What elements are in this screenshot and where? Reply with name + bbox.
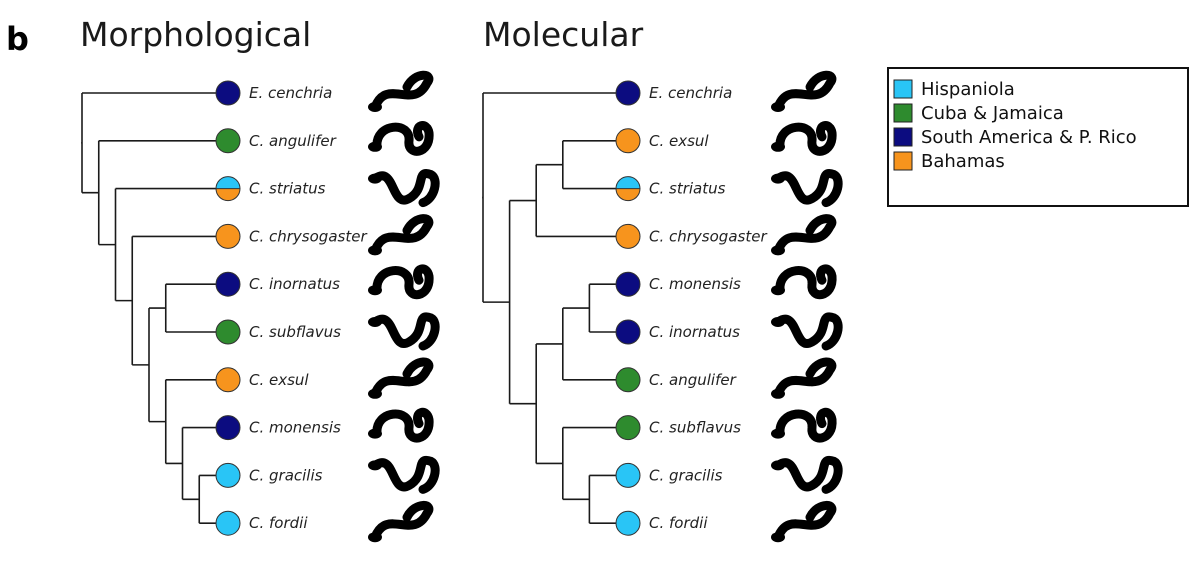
legend-swatch-bahamas — [893, 151, 913, 171]
tip-marker-e-cenchria — [615, 80, 641, 106]
snake-head-icon — [771, 388, 785, 399]
tip-marker-c-subflavus — [615, 415, 641, 441]
taxon-label-c-chrysogaster: C. chrysogaster — [649, 227, 767, 245]
snake-head-icon — [771, 102, 785, 112]
morphological-tree: E. cenchria C. angulifer C. striatus C. chr… — [81, 80, 367, 536]
tip-marker-c-angulifer — [215, 128, 241, 154]
snake-silhouette-icon — [773, 312, 843, 351]
tip-marker-e-cenchria — [215, 80, 241, 106]
tip-marker-c-striatus — [615, 176, 641, 202]
tree-title-molecular: Molecular — [483, 15, 644, 54]
legend-swatch-hispaniola — [893, 79, 913, 99]
legend-label-hispaniola: Hispaniola — [921, 79, 1015, 100]
molecular-tree: E. cenchria C. exsul C. striatus C. chrysog… — [482, 80, 767, 536]
tip-marker-c-exsul — [215, 367, 241, 393]
snake-head-icon — [368, 428, 382, 439]
snake-silhouette-icon — [775, 121, 837, 156]
taxon-label-e-cenchria: E. cenchria — [649, 84, 732, 102]
legend-label-south-america-p-rico: South America & P. Rico — [921, 127, 1137, 148]
snake-head-icon — [368, 460, 382, 471]
legend-label-cuba-jamaica: Cuba & Jamaica — [921, 103, 1064, 124]
tip-marker-c-subflavus — [215, 319, 241, 345]
snake-head-icon — [368, 285, 382, 296]
tip-marker-c-fordii — [215, 510, 241, 536]
tip-marker-c-striatus — [215, 176, 241, 202]
taxon-label-c-subflavus: C. subflavus — [649, 419, 741, 437]
snake-silhouette-icon — [370, 214, 434, 255]
taxon-label-c-angulifer: C. angulifer — [649, 371, 737, 389]
snake-silhouette-icon — [370, 455, 440, 494]
tip-marker-c-angulifer — [615, 367, 641, 393]
snake-silhouette-icon — [372, 121, 434, 156]
snake-head-icon — [368, 141, 382, 152]
snake-silhouette-icon — [370, 500, 434, 542]
tip-marker-c-chrysogaster — [215, 223, 241, 249]
legend-frame — [887, 67, 1189, 207]
taxon-label-c-subflavus: C. subflavus — [249, 323, 341, 341]
snake-silhouette-icon — [775, 264, 837, 300]
taxon-label-c-monensis: C. monensis — [249, 419, 341, 437]
snake-silhouette-icon — [775, 407, 837, 443]
snake-silhouette-icon — [773, 169, 843, 208]
snake-silhouette-icon — [370, 70, 434, 112]
snake-head-icon — [771, 285, 785, 296]
snake-head-icon — [771, 460, 785, 471]
snake-silhouette-icon — [773, 455, 843, 494]
panel-letter: b — [6, 20, 29, 58]
tree-title-morphological: Morphological — [80, 15, 311, 54]
snake-silhouette-icon — [773, 70, 837, 112]
taxon-label-c-striatus: C. striatus — [649, 180, 726, 198]
taxon-label-c-exsul: C. exsul — [649, 132, 709, 150]
snake-head-icon — [771, 173, 785, 184]
snake-head-icon — [368, 102, 382, 112]
snake-silhouette-icon — [370, 357, 434, 399]
taxon-label-c-inornatus: C. inornatus — [649, 323, 740, 341]
tip-marker-c-fordii — [615, 510, 641, 536]
snake-head-icon — [771, 245, 785, 256]
taxon-label-c-striatus: C. striatus — [249, 180, 326, 198]
tip-marker-c-monensis — [215, 415, 241, 441]
taxon-label-e-cenchria: E. cenchria — [249, 84, 332, 102]
snake-silhouette-icon — [773, 500, 837, 542]
snake-head-icon — [368, 245, 382, 256]
tip-marker-c-inornatus — [215, 271, 241, 297]
snake-silhouette-icon — [372, 264, 434, 300]
snake-head-icon — [368, 317, 382, 327]
snake-silhouette-icon — [773, 214, 837, 255]
tip-marker-c-monensis — [615, 271, 641, 297]
tip-marker-c-gracilis — [615, 462, 641, 488]
snake-silhouette-icon — [370, 169, 440, 208]
snake-head-icon — [771, 532, 785, 543]
taxon-label-c-chrysogaster: C. chrysogaster — [249, 227, 367, 245]
snake-head-icon — [771, 141, 785, 152]
tip-marker-c-inornatus — [615, 319, 641, 345]
snake-head-icon — [368, 173, 382, 184]
taxon-label-c-fordii: C. fordii — [249, 514, 308, 532]
tip-marker-c-chrysogaster — [615, 223, 641, 249]
taxon-label-c-fordii: C. fordii — [649, 514, 708, 532]
snake-silhouettes-morphological — [368, 70, 440, 543]
snake-silhouette-icon — [773, 357, 837, 399]
taxon-label-c-exsul: C. exsul — [249, 371, 309, 389]
snake-head-icon — [771, 428, 785, 439]
legend-swatch-cuba-jamaica — [893, 103, 913, 123]
snake-silhouette-icon — [372, 407, 434, 443]
taxon-label-c-inornatus: C. inornatus — [249, 275, 340, 293]
taxon-label-c-gracilis: C. gracilis — [649, 466, 723, 484]
legend-swatch-south-america-p-rico — [893, 127, 913, 147]
snake-head-icon — [368, 532, 382, 543]
taxon-label-c-angulifer: C. angulifer — [249, 132, 337, 150]
taxon-label-c-gracilis: C. gracilis — [249, 466, 323, 484]
snake-head-icon — [771, 317, 785, 327]
taxon-label-c-monensis: C. monensis — [649, 275, 741, 293]
legend-label-bahamas: Bahamas — [921, 151, 1005, 172]
tip-marker-c-exsul — [615, 128, 641, 154]
snake-silhouettes-molecular — [771, 70, 843, 543]
snake-head-icon — [368, 388, 382, 399]
tip-marker-c-gracilis — [215, 462, 241, 488]
snake-silhouette-icon — [370, 312, 440, 351]
